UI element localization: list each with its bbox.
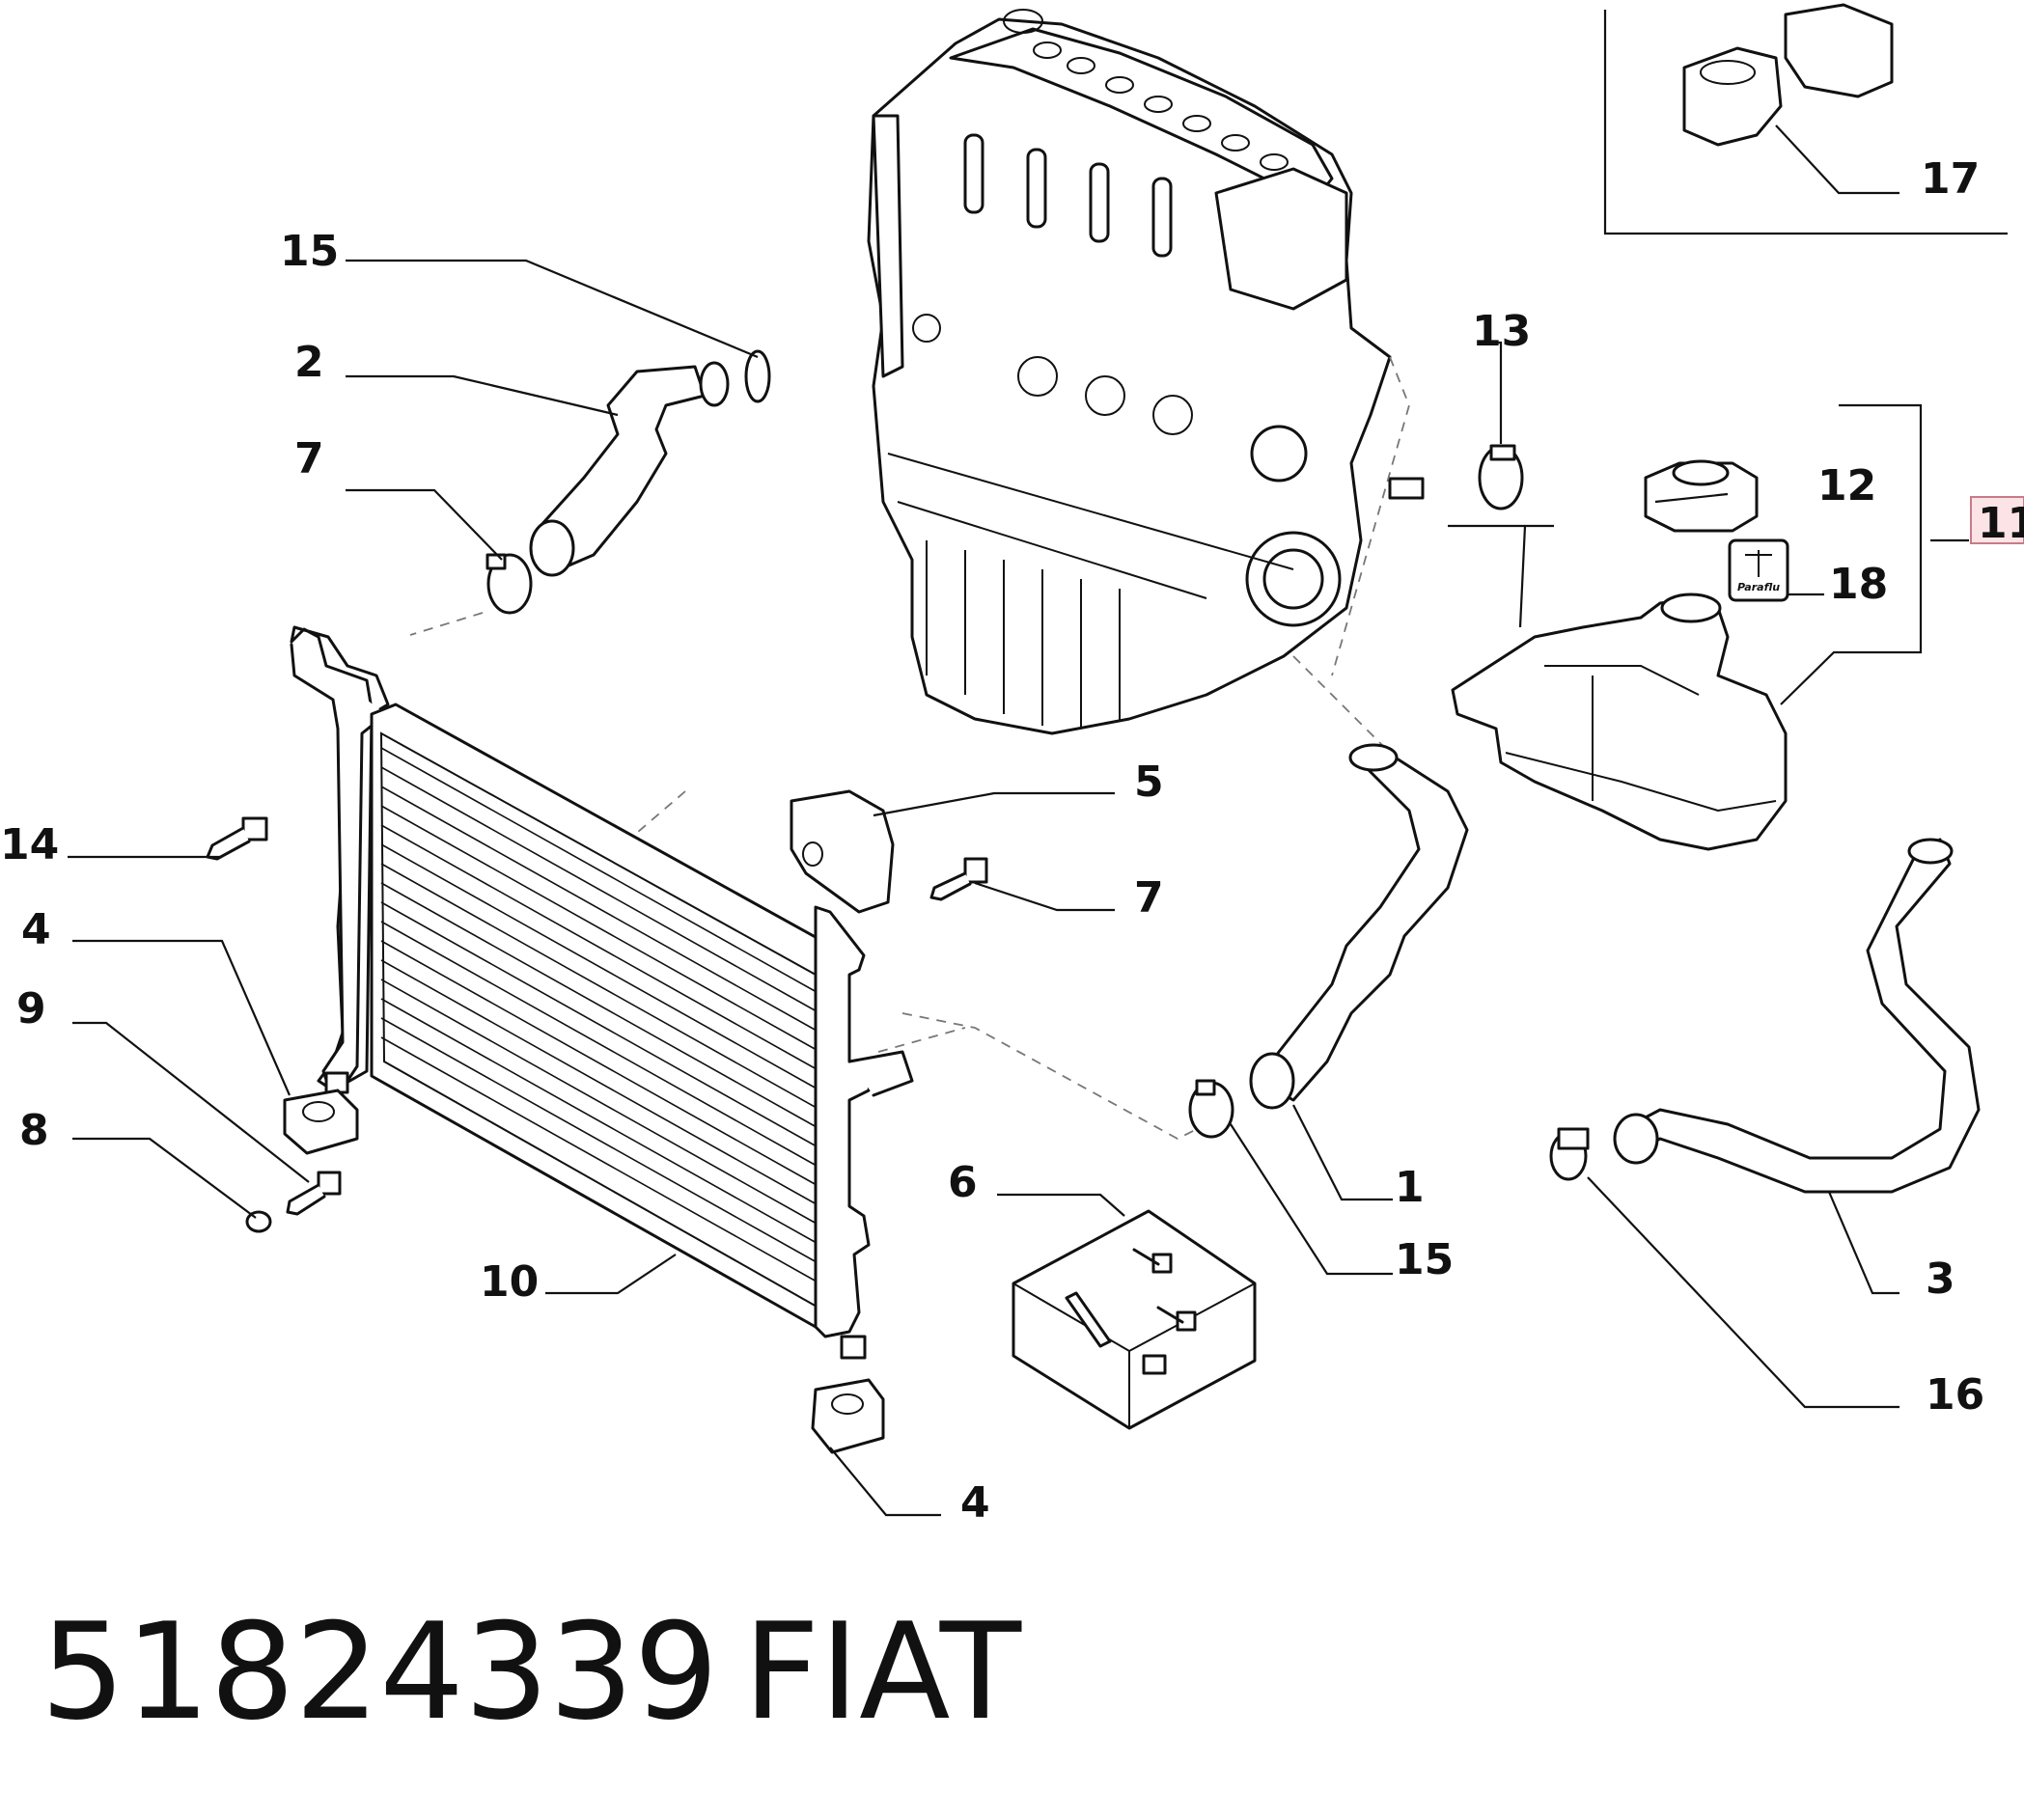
callout-11-box: 11 [1970, 496, 2024, 548]
bolt-7-mid [929, 857, 988, 901]
leader-lines [68, 124, 1969, 1517]
callout-4-top: 4 [21, 905, 51, 954]
hose-2-lower-end [529, 519, 575, 577]
callout-17: 17 [1921, 154, 1980, 204]
bolt-14 [206, 816, 268, 861]
callout-12: 12 [1817, 461, 1876, 510]
radiator-fins [380, 747, 818, 1282]
callout-16: 16 [1926, 1370, 1984, 1420]
callout-5: 5 [1134, 758, 1164, 807]
part-number: 51824339 [41, 1594, 718, 1750]
bolt-9 [286, 1171, 342, 1216]
hose-3-lower-end [1613, 1113, 1659, 1165]
coolant-tag-text: Paraflu [1737, 581, 1780, 593]
hose-1-upper-end [1348, 743, 1399, 772]
hose-3-upper-end [1907, 838, 1954, 865]
grommet-4-top [283, 1089, 359, 1155]
hose-1-lower-end [1249, 1052, 1295, 1110]
hardware-kit-6 [1012, 1209, 1257, 1430]
hose-3 [1622, 838, 1981, 1194]
callout-7-mid: 7 [1134, 873, 1164, 923]
callout-labels: 15 2 7 13 12 18 11 17 5 7 14 4 9 8 10 6 … [0, 154, 2024, 1528]
callout-2: 2 [294, 338, 324, 387]
callout-4-bottom: 4 [960, 1478, 990, 1528]
fitting-17 [1682, 46, 1783, 147]
callout-7-top: 7 [294, 434, 324, 483]
grommet-4-bottom [811, 1378, 885, 1454]
callout-3: 3 [1926, 1255, 1955, 1304]
hose-2-end-fitting [699, 361, 730, 407]
hose-1 [1258, 746, 1469, 1102]
radiator [290, 625, 914, 1360]
clamp-15-bottom [1188, 1079, 1234, 1139]
callout-14: 14 [0, 820, 59, 869]
callout-11: 11 [1978, 499, 2024, 548]
callout-9: 9 [16, 984, 46, 1034]
callout-10: 10 [480, 1257, 539, 1307]
clamp-16 [1549, 1127, 1590, 1181]
upper-hose-2 [539, 365, 707, 571]
callout-15-bottom: 15 [1395, 1235, 1454, 1284]
callout-13: 13 [1472, 307, 1531, 356]
clamp-7-top [485, 553, 533, 615]
footer: 51824339 FIAT [41, 1594, 1022, 1750]
clamp-13 [1478, 444, 1524, 510]
callout-8: 8 [19, 1106, 49, 1155]
callout-18: 18 [1829, 560, 1888, 609]
expansion-tank [1451, 593, 1788, 851]
brand-name: FIAT [743, 1594, 1022, 1750]
callout-15-top: 15 [280, 227, 339, 276]
engine-block [867, 9, 1425, 735]
callout-1: 1 [1395, 1163, 1425, 1212]
callout-6: 6 [948, 1158, 978, 1207]
coolant-tag-18: Paraflu [1728, 538, 1789, 602]
clamp-15-top [744, 349, 771, 403]
detail-box-17 [1603, 3, 2008, 235]
bracket-5 [790, 789, 895, 914]
